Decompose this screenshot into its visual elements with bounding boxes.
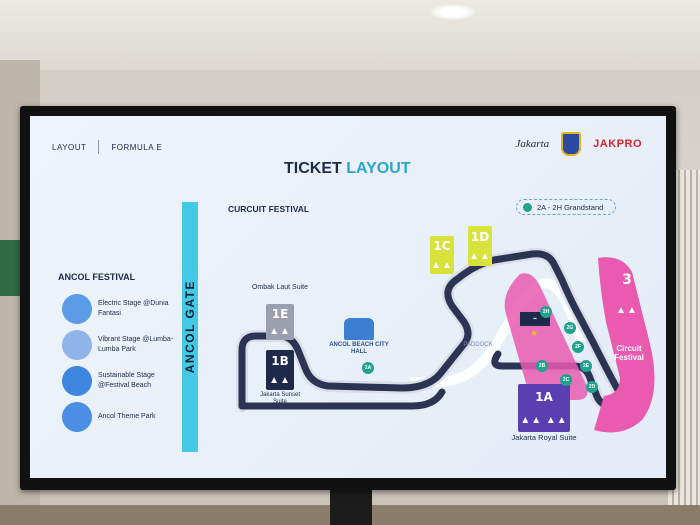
city-hall-icon <box>344 318 374 340</box>
grandstand-tag-2a[interactable]: 2A <box>362 362 374 374</box>
grandstand-tag-2e[interactable]: 2E <box>580 360 592 372</box>
badge-icon <box>561 132 582 156</box>
ancol-festival-heading: ANCOL FESTIVAL <box>58 272 136 282</box>
page-title: TICKET LAYOUT <box>284 160 411 178</box>
tv-stand <box>330 486 372 525</box>
crowd-icon: ▲▲ <box>469 251 491 263</box>
grandstand-legend: 2A - 2H Grandstand <box>516 199 616 215</box>
stand-1a-caption: Jakarta Royal Suite <box>511 433 577 442</box>
grandstand-tag-2h[interactable]: 2H <box>540 306 552 318</box>
grandstand-tag-2d[interactable]: 2D <box>586 381 598 393</box>
grandstand-legend-label: 2A - 2H Grandstand <box>537 202 604 212</box>
title-part-2: LAYOUT <box>346 160 411 177</box>
legend-item-theme-park: Ancol Theme Park <box>62 402 178 432</box>
ancol-gate: ANCOL GATE <box>182 202 198 452</box>
stand-1a[interactable]: 1A ▲▲ ▲▲ <box>518 384 570 432</box>
circuit-track <box>236 247 655 433</box>
legend-item-sustainable-stage: Sustainable Stage @Festival Beach <box>62 366 178 396</box>
grandstand-tag-2g[interactable]: 2G <box>564 322 576 334</box>
legend-dot <box>62 366 92 396</box>
nav-divider <box>98 140 100 154</box>
legend-dot <box>62 402 92 432</box>
title-part-1: TICKET <box>284 160 342 177</box>
stand-1c[interactable]: 1C ▲▲ <box>430 236 454 274</box>
city-hall-label: ANCOL BEACH CITY HALL <box>329 342 389 355</box>
stand-3[interactable]: 3 ▲▲ <box>612 264 642 324</box>
grandstand-dot-icon <box>523 202 532 212</box>
jakarta-logo: Jakarta <box>515 138 550 150</box>
legend-label: Vibrant Stage @Lumba-Lumba Park <box>98 335 174 353</box>
ancol-gate-label: ANCOL GATE <box>183 280 197 374</box>
ceiling <box>0 0 700 70</box>
legend-label: Electric Stage @Dunia Fantasi <box>98 299 169 317</box>
crowd-icon: ▲▲ <box>269 375 291 387</box>
stand-1d[interactable]: 1D ▲▲ <box>468 226 492 266</box>
stand-1e-code: 1E <box>271 306 289 321</box>
stand-1d-code: 1D <box>470 229 490 244</box>
stand-1b[interactable]: 1B ▲▲ <box>266 350 294 390</box>
stand-1b-caption: Jakarta Sunset Suite <box>259 392 301 405</box>
crowd-icon: ▲▲ <box>269 326 291 338</box>
grandstand-tag-2c[interactable]: 2C <box>560 374 572 386</box>
stand-1a-code: 1A <box>535 389 553 404</box>
stand-1e-caption: Ombak Laut Suite <box>251 284 309 291</box>
sponsor-logos: Jakarta JAKPRO <box>516 132 642 156</box>
crowd-icon: ▲▲ ▲▲ <box>520 415 568 427</box>
grandstand-tag-2f[interactable]: 2F <box>572 341 584 353</box>
circuit-map: 1E ▲▲ Ombak Laut Suite 1B ▲▲ Jakarta Sun… <box>202 194 666 478</box>
stand-3-caption: Circuit Festival <box>614 344 644 362</box>
crowd-icon: ▲▲ <box>431 259 453 271</box>
crowd-icon: ▲▲ <box>616 304 638 316</box>
star-icon: ★ <box>530 328 539 338</box>
slide-nav: LAYOUT FORMULA E <box>52 140 162 154</box>
stand-1c-code: 1C <box>433 239 451 254</box>
legend-label: Sustainable Stage @Festival Beach <box>98 371 155 389</box>
stand-3-code: 3 <box>622 272 632 289</box>
grandstand-tag-2b[interactable]: 2B <box>536 360 548 372</box>
tv-monitor: LAYOUT FORMULA E Jakarta JAKPRO TICKET L… <box>20 106 676 490</box>
paddock-label: PADDOCK <box>463 342 493 348</box>
legend-item-vibrant-stage: Vibrant Stage @Lumba-Lumba Park <box>62 330 178 360</box>
stand-1b-code: 1B <box>271 353 289 368</box>
nav-formula: FORMULA E <box>111 142 163 152</box>
wall-sign <box>0 240 22 296</box>
circuit-festival-heading: CURCUIT FESTIVAL <box>228 204 310 214</box>
ceiling-lamp <box>430 4 476 20</box>
nav-layout: LAYOUT <box>52 142 87 152</box>
stand-1e[interactable]: 1E ▲▲ <box>266 304 294 340</box>
jakpro-logo: JAKPRO <box>593 138 642 150</box>
legend-dot <box>62 330 92 360</box>
legend-item-electric-stage: Electric Stage @Dunia Fantasi <box>62 294 178 324</box>
presentation-slide: LAYOUT FORMULA E Jakarta JAKPRO TICKET L… <box>30 116 666 478</box>
legend-dot <box>62 294 92 324</box>
legend-label: Ancol Theme Park <box>98 412 156 420</box>
